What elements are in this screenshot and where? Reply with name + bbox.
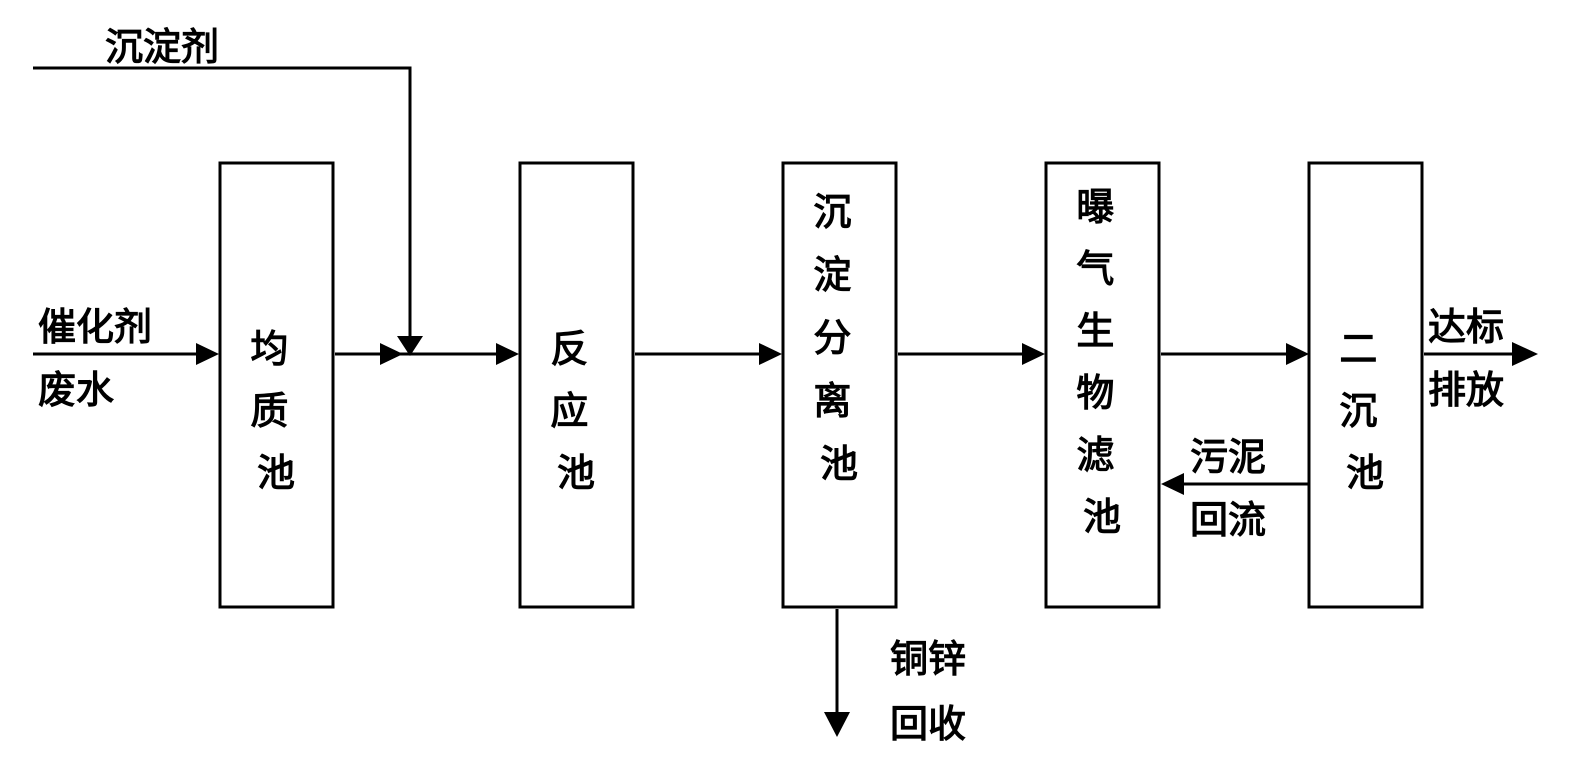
tank-equalization-label: 均 质 池: [250, 327, 301, 495]
recovery-arrowhead: [824, 712, 850, 737]
discharge-arrowhead: [1512, 342, 1538, 366]
precipitant-line: [33, 66, 412, 346]
tank-equalization: [218, 161, 335, 609]
precipitant-arrowhead: [397, 336, 423, 356]
sludge-label-sludge: 污泥: [1190, 435, 1266, 479]
sludge-label-return: 回流: [1190, 498, 1266, 542]
flow-arrow-1-head: [496, 343, 519, 365]
tank-reaction: [518, 161, 635, 609]
tank-reaction-label: 反 应 池: [550, 327, 601, 495]
feed-label-wastewater: 废水: [38, 368, 115, 412]
tank-secondary: [1307, 161, 1424, 609]
flow-arrow-2-head: [759, 343, 782, 365]
flow-arrow-4-head: [1286, 343, 1309, 365]
feed-arrowhead: [196, 343, 219, 365]
sludge-return-arrowhead: [1161, 473, 1184, 495]
flow-arrow-3-head: [1022, 343, 1045, 365]
tank-biofilter-label: 曝 气 生 物 滤 池: [1076, 185, 1127, 539]
tank-sedimentation: [781, 161, 898, 609]
discharge-label-compliant: 达标: [1428, 305, 1504, 349]
tank-secondary-label: 二 沉 池: [1339, 327, 1390, 495]
discharge-label-discharge: 排放: [1428, 368, 1504, 412]
tank-biofilter: [1044, 161, 1161, 609]
precipitant-label: 沉淀剂: [105, 25, 219, 69]
recovery-label-copper-zinc: 铜锌: [890, 637, 966, 681]
flow-arrow-1-mid-head: [380, 343, 403, 365]
recovery-label-recovery: 回收: [890, 702, 966, 746]
feed-label-catalyst: 催化剂: [38, 305, 152, 349]
tank-sedimentation-label: 沉 淀 分 离 池: [813, 190, 864, 486]
